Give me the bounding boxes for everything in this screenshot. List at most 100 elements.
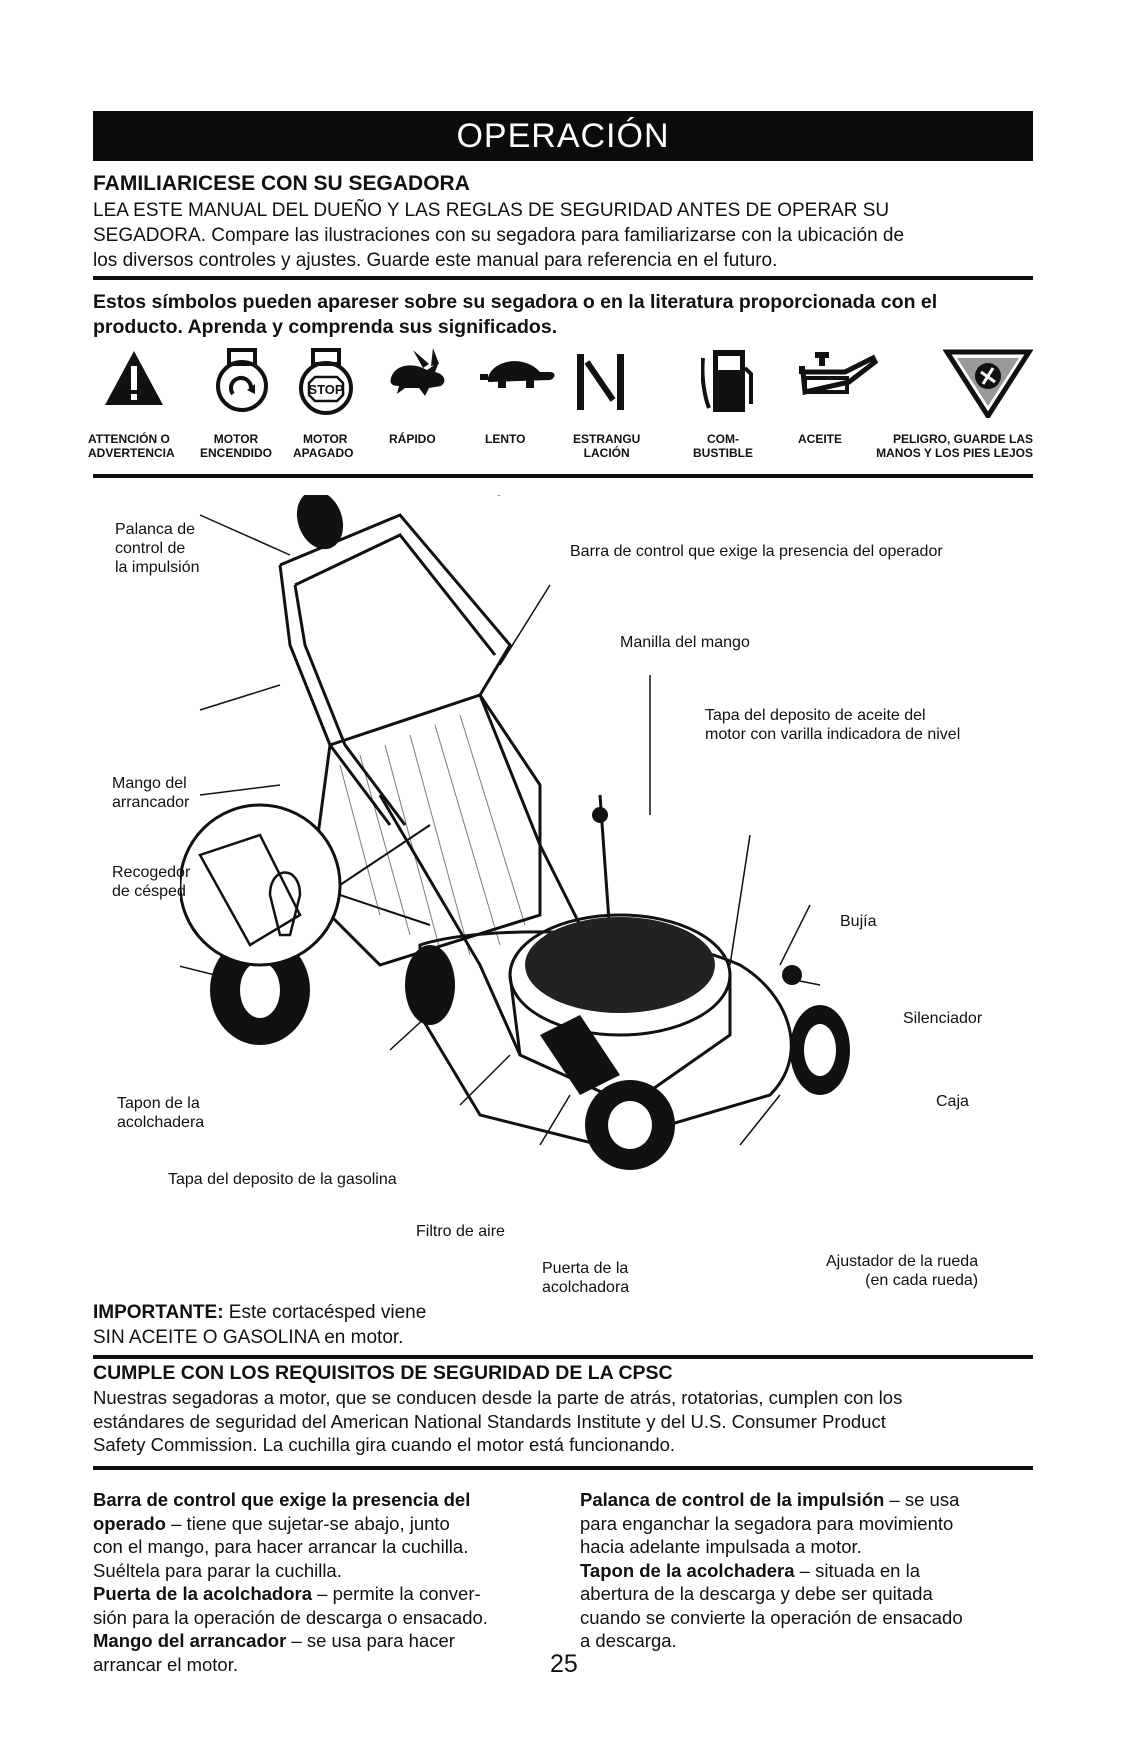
fast-hare-icon: [390, 348, 445, 396]
symbol-label-line: LACIÓN: [583, 446, 630, 460]
cpsc-paragraph: Nuestras segadoras a motor, que se condu…: [93, 1386, 1033, 1457]
label-control-bar: Barra de control que exige la presencia …: [570, 543, 943, 560]
definition-line: operado – tiene que sujetar-se abajo, ju…: [93, 1512, 553, 1536]
important-note: IMPORTANTE: Este cortacésped viene SIN A…: [93, 1300, 1033, 1350]
important-line: SIN ACEITE O GASOLINA en motor.: [93, 1327, 404, 1348]
cpsc-line: Safety Commission. La cuchilla gira cuan…: [93, 1434, 676, 1455]
label-plug: Tapon de la acolchadera: [117, 1094, 204, 1132]
definition-line: Puerta de la acolchadora – permite la co…: [93, 1582, 553, 1606]
symbol-label-line: RÁPIDO: [389, 432, 436, 446]
label-housing: Caja: [936, 1093, 969, 1110]
symbol-label-line: BUSTIBLE: [693, 446, 753, 460]
label-mulch-door: Puerta de la acolchadora: [542, 1259, 629, 1297]
definition: – se usa: [884, 1489, 960, 1510]
label-line: la impulsión: [115, 559, 200, 576]
important-label: IMPORTANTE:: [93, 1302, 224, 1323]
label-drive-lever: Palanca de control de la impulsión: [115, 520, 199, 577]
left-column: Barra de control que exige la presencia …: [93, 1488, 553, 1676]
symbol-label-line: ADVERTENCIA: [88, 446, 175, 460]
cpsc-heading: CUMPLE CON LOS REQUISITOS DE SEGURIDAD D…: [93, 1362, 673, 1384]
important-line: IMPORTANTE: Este cortacésped viene: [93, 1300, 1033, 1325]
definition-line: Tapon de la acolchadera – situada en la: [580, 1559, 1030, 1583]
engine-stop-icon: STOP: [299, 348, 353, 415]
definition-line: arrancar el motor.: [93, 1653, 238, 1675]
label-line: Recogedor: [112, 864, 191, 881]
intro-line: SEGADORA. Compare las ilustraciones con …: [93, 225, 905, 246]
term: Puerta de la acolchadora: [93, 1583, 313, 1604]
divider: [93, 474, 1033, 478]
mower-illustration: [180, 495, 850, 1170]
definition-line: Suéltela para parar la cuchilla.: [93, 1559, 342, 1581]
stop-text: STOP: [308, 382, 343, 397]
definition-line: para enganchar la segadora para movimien…: [580, 1512, 954, 1534]
definition-line: Palanca de control de la impulsión – se …: [580, 1488, 1030, 1512]
definition-line: a descarga.: [580, 1630, 677, 1651]
symbols-intro-line: producto. Aprenda y comprenda sus signif…: [93, 316, 558, 338]
symbol-label-line: ESTRANGU: [573, 432, 641, 446]
label-air-filter: Filtro de aire: [416, 1223, 505, 1240]
definition: – permite la conver-: [312, 1583, 481, 1604]
label-catcher: Recogedor de césped: [112, 863, 190, 901]
symbol-label-line: PELIGRO, GUARDE LAS: [892, 432, 1033, 446]
label-line: arrancador: [112, 794, 190, 811]
symbol-label: RÁPIDO: [389, 432, 436, 446]
slow-turtle-icon: [480, 361, 555, 388]
label-line: Puerta de la: [542, 1260, 629, 1277]
label-line: Ajustador de la rueda: [826, 1253, 979, 1270]
symbol-label-line: COM-: [707, 432, 739, 446]
definition-line: sión para la operación de descarga o ens…: [93, 1606, 488, 1628]
label-oil-cap: Tapa del deposito de aceite del motor co…: [705, 706, 960, 744]
label-spark-plug: Bujía: [840, 913, 877, 930]
symbols-intro-line: Estos símbolos pueden apareser sobre su …: [93, 291, 938, 313]
divider: [93, 276, 1033, 280]
label-line: acolchadora: [542, 1279, 630, 1296]
fuel-pump-icon: [701, 350, 753, 412]
symbol-label: COM- BUSTIBLE: [693, 432, 753, 460]
engine-on-icon: [216, 348, 268, 412]
divider: [93, 1466, 1033, 1470]
definition: – situada en la: [794, 1559, 921, 1581]
symbol-label-line: APAGADO: [293, 446, 354, 460]
symbol-label-line: MOTOR: [213, 432, 259, 446]
symbol-label-line: ACEITE: [798, 432, 843, 446]
symbol-label: MOTOR APAGADO: [293, 432, 353, 460]
intro-line: los diversos controles y ajustes. Guarde…: [93, 250, 778, 271]
page-number: 25: [550, 1650, 578, 1678]
right-column: Palanca de control de la impulsión – se …: [580, 1488, 1030, 1653]
symbol-label: MOTOR ENCENDIDO: [200, 432, 272, 460]
symbol-label: PELIGRO, GUARDE LAS MANOS Y LOS PIES LEJ…: [873, 432, 1033, 460]
label-line: (en cada rueda): [865, 1272, 979, 1289]
label-handle: Manilla del mango: [620, 634, 750, 651]
intro-paragraph: LEA ESTE MANUAL DEL DUEÑO Y LAS REGLAS D…: [93, 198, 1033, 273]
label-wheel-adjuster: Ajustador de la rueda (en cada rueda): [826, 1252, 978, 1290]
symbol-label-line: MANOS Y LOS PIES LEJOS: [876, 446, 1033, 460]
definition-line: con el mango, para hacer arrancar la cuc…: [93, 1536, 469, 1557]
hand-foot-danger-icon: [943, 349, 1033, 418]
label-line: control de: [115, 540, 186, 557]
label-line: Mango del: [112, 775, 187, 792]
definition-line: abertura de la descarga y debe ser quita…: [580, 1583, 933, 1604]
symbol-label: ATTENCIÓN O ADVERTENCIA: [88, 432, 175, 460]
term: Mango del arrancador: [93, 1630, 287, 1651]
symbol-label: ACEITE: [798, 432, 842, 446]
definition-line: cuando se convierte la operación de ensa…: [580, 1606, 963, 1628]
oil-can-icon: [799, 352, 879, 396]
section-banner: OPERACIÓN: [93, 111, 1033, 161]
label-line: acolchadera: [117, 1114, 205, 1131]
label-line: Tapa del deposito de aceite del: [705, 707, 926, 724]
warning-triangle-icon: [105, 351, 163, 405]
definition: – tiene que sujetar-se abajo, junto: [165, 1512, 450, 1534]
definition: – se usa para hacer: [286, 1630, 455, 1651]
definition-line: hacia adelante impulsada a motor.: [580, 1536, 862, 1557]
intro-line: LEA ESTE MANUAL DEL DUEÑO Y LAS REGLAS D…: [93, 200, 890, 221]
symbol-label-line: ATTENCIÓN O: [88, 432, 170, 446]
term: operado: [93, 1512, 166, 1534]
symbol-label: LENTO: [485, 432, 525, 446]
cpsc-line: Nuestras segadoras a motor, que se condu…: [93, 1387, 903, 1408]
section-heading: FAMILIARICESE CON SU SEGADORA: [93, 172, 470, 195]
label-line: Palanca de: [115, 521, 196, 538]
label-muffler: Silenciador: [903, 1010, 983, 1027]
symbol-label-line: MOTOR: [303, 432, 348, 446]
label-starter: Mango del arrancador: [112, 774, 189, 812]
symbol-label: ESTRANGU LACIÓN: [573, 432, 640, 460]
